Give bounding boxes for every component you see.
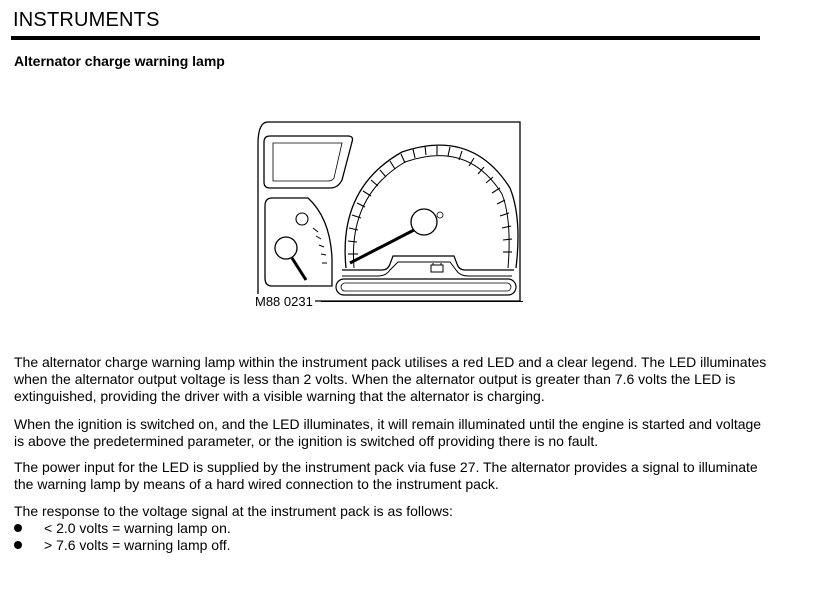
paragraph: The response to the voltage signal at th… — [14, 503, 453, 519]
list-item: > 7.6 volts = warning lamp off. — [14, 537, 714, 554]
paragraph: When the ignition is switched on, and th… — [14, 416, 762, 449]
paragraph: The alternator charge warning lamp withi… — [14, 354, 767, 404]
list-item-text: > 7.6 volts = warning lamp off. — [44, 537, 231, 553]
warning-lamp-strip — [342, 255, 514, 271]
lower-display — [335, 278, 517, 296]
speedometer-ticks — [347, 145, 513, 255]
bullet-icon — [14, 524, 22, 532]
speedometer-bezel — [344, 144, 519, 269]
voltage-response-list: < 2.0 volts = warning lamp on. > 7.6 vol… — [14, 520, 714, 554]
panel-outline — [257, 121, 521, 302]
small-gauge-hub — [274, 236, 298, 260]
section-heading: Alternator charge warning lamp — [14, 53, 225, 69]
battery-warning-icon — [430, 263, 444, 273]
speedometer-hub — [410, 208, 438, 236]
header-title: INSTRUMENTS — [13, 9, 160, 31]
bullet-icon — [14, 541, 22, 549]
figure-label: M88 0231 — [253, 294, 315, 309]
figure-label-line — [321, 301, 523, 302]
list-item-text: < 2.0 volts = warning lamp on. — [44, 520, 231, 536]
small-gauge-housing — [264, 197, 333, 287]
paragraph: The power input for the LED is supplied … — [14, 459, 758, 492]
small-gauge-hub-top — [295, 212, 309, 226]
header-rule — [11, 36, 760, 40]
upper-left-window — [263, 135, 354, 189]
speedometer-needle — [349, 228, 415, 265]
list-item: < 2.0 volts = warning lamp on. — [14, 520, 714, 537]
instrument-pack-diagram — [257, 121, 521, 302]
